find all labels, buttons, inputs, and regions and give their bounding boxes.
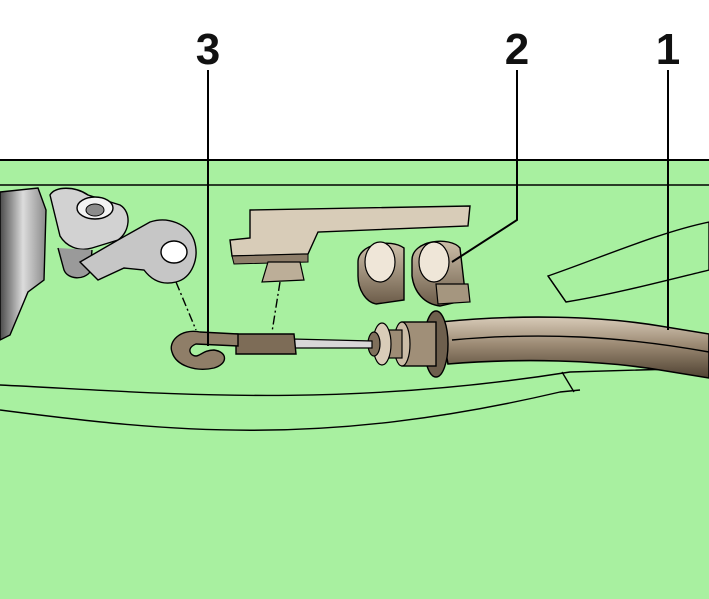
callout-3: 3 bbox=[196, 25, 220, 74]
wire-ferrule bbox=[235, 333, 297, 355]
panel-contour-upper bbox=[0, 367, 709, 397]
panel-contour-lower bbox=[0, 389, 581, 431]
cable-clip-left bbox=[357, 241, 405, 305]
brake-cable bbox=[170, 310, 709, 379]
alignment-line-hook bbox=[175, 281, 197, 331]
cable-clip-right bbox=[411, 240, 471, 307]
inner-wire bbox=[291, 338, 373, 349]
callout-1: 1 bbox=[656, 25, 680, 74]
cable-end-fitting bbox=[367, 310, 449, 378]
lever-bracket bbox=[0, 187, 197, 341]
panel-contour-step bbox=[561, 371, 575, 393]
leader-line-2 bbox=[451, 70, 518, 263]
alignment-line-guide bbox=[271, 281, 281, 333]
cable-sheath bbox=[439, 316, 709, 379]
cable-hook bbox=[170, 330, 239, 370]
cable-guide-bracket bbox=[229, 205, 471, 283]
equalizer-arm bbox=[78, 219, 197, 284]
tunnel-channel-inner bbox=[547, 275, 567, 303]
callout-2: 2 bbox=[505, 25, 529, 74]
